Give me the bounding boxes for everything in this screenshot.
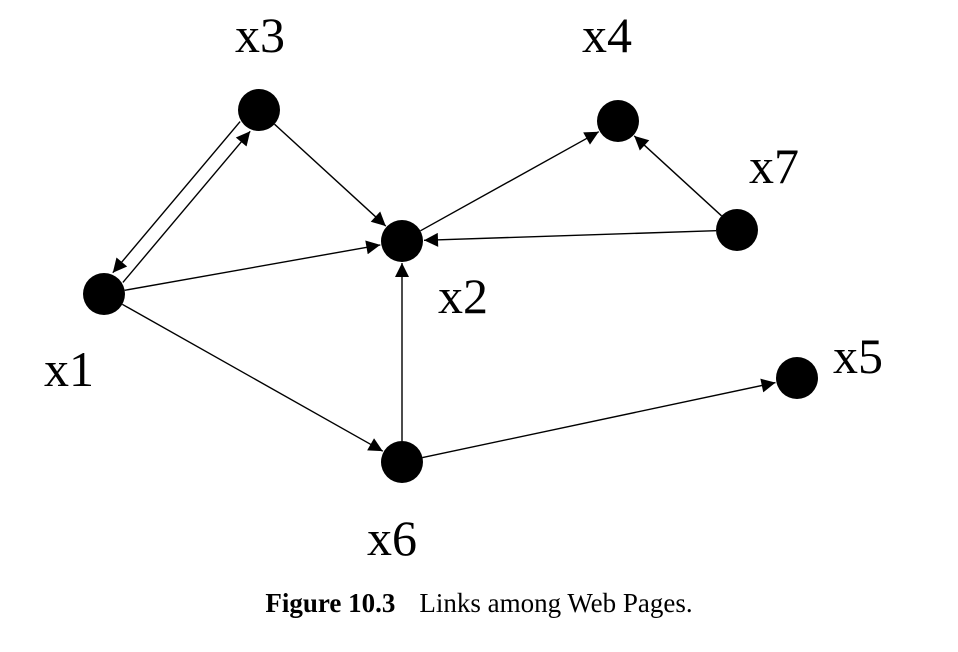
node-label-x2: x2 xyxy=(438,268,488,324)
edge-x2-to-x4 xyxy=(420,131,600,232)
node-label-x6: x6 xyxy=(367,510,417,566)
edge-x6-to-x5 xyxy=(422,378,776,459)
node-label-x3: x3 xyxy=(235,7,285,63)
node-x7 xyxy=(716,209,758,251)
edges-layer xyxy=(112,121,776,459)
figure-caption-text: Links among Web Pages. xyxy=(419,588,693,618)
edge-x1-to-x2 xyxy=(124,240,381,291)
figure-caption: Figure 10.3 Links among Web Pages. xyxy=(0,588,958,619)
node-label-x7: x7 xyxy=(749,138,799,194)
node-x6 xyxy=(381,441,423,483)
edge-x3-to-x2 xyxy=(274,123,387,227)
node-label-x4: x4 xyxy=(582,7,632,63)
edge-x3-to-x1 xyxy=(112,121,241,274)
node-x5 xyxy=(776,357,818,399)
edge-x1-to-x3 xyxy=(122,130,251,283)
edge-x7-to-x4 xyxy=(633,135,722,217)
edge-x1-to-x6 xyxy=(121,303,384,452)
nodes-layer xyxy=(83,89,818,483)
node-x2 xyxy=(381,220,423,262)
node-x3 xyxy=(238,89,280,131)
node-label-x1: x1 xyxy=(44,341,94,397)
node-x1 xyxy=(83,273,125,315)
figure-number: Figure 10.3 xyxy=(265,588,396,618)
edge-x7-to-x2 xyxy=(423,230,717,247)
labels-layer: x1 x2 x3 x4 x5 x6 x7 xyxy=(44,7,883,566)
node-x4 xyxy=(597,100,639,142)
node-label-x5: x5 xyxy=(833,328,883,384)
